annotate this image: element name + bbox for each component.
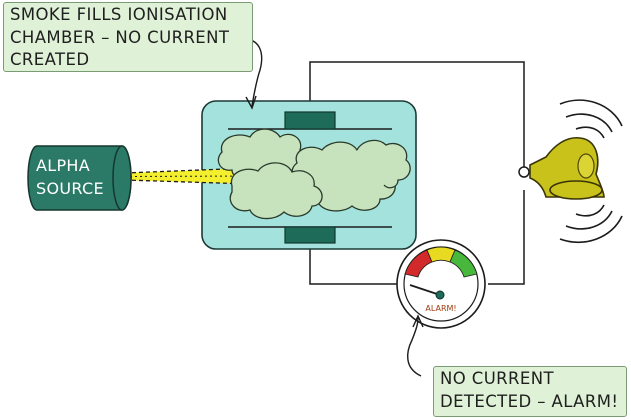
callout-arrows (239, 37, 424, 377)
bottom-note: NO CURRENT DETECTED – ALARM! (433, 366, 627, 417)
meter-label: ALARM! (425, 304, 456, 313)
alpha-source (27, 145, 132, 211)
top-plate (284, 111, 336, 130)
top-note-line-2: CHAMBER – NO CURRENT (10, 27, 230, 47)
bottom-note-line-2: DETECTED – ALARM! (440, 391, 619, 411)
alarm-meter-icon: ALARM! (396, 239, 486, 329)
bottom-note-line-1: NO CURRENT (440, 369, 554, 388)
top-note-line-1: SMOKE FILLS IONISATION (10, 5, 228, 24)
meter-needle (409, 284, 441, 296)
bell-icon (518, 136, 605, 200)
alpha-beam (124, 167, 251, 185)
bottom-plate (284, 226, 336, 244)
top-note-line-3: CREATED (10, 50, 90, 69)
source-label-line-1: ALPHA (36, 156, 90, 175)
smoke-cloud-icon (217, 128, 411, 220)
source-label-line-2: SOURCE (36, 179, 104, 198)
top-note: SMOKE FILLS IONISATION CHAMBER – NO CURR… (3, 2, 253, 72)
sound-waves-icon (559, 99, 623, 244)
circuit-wires (309, 61, 525, 285)
